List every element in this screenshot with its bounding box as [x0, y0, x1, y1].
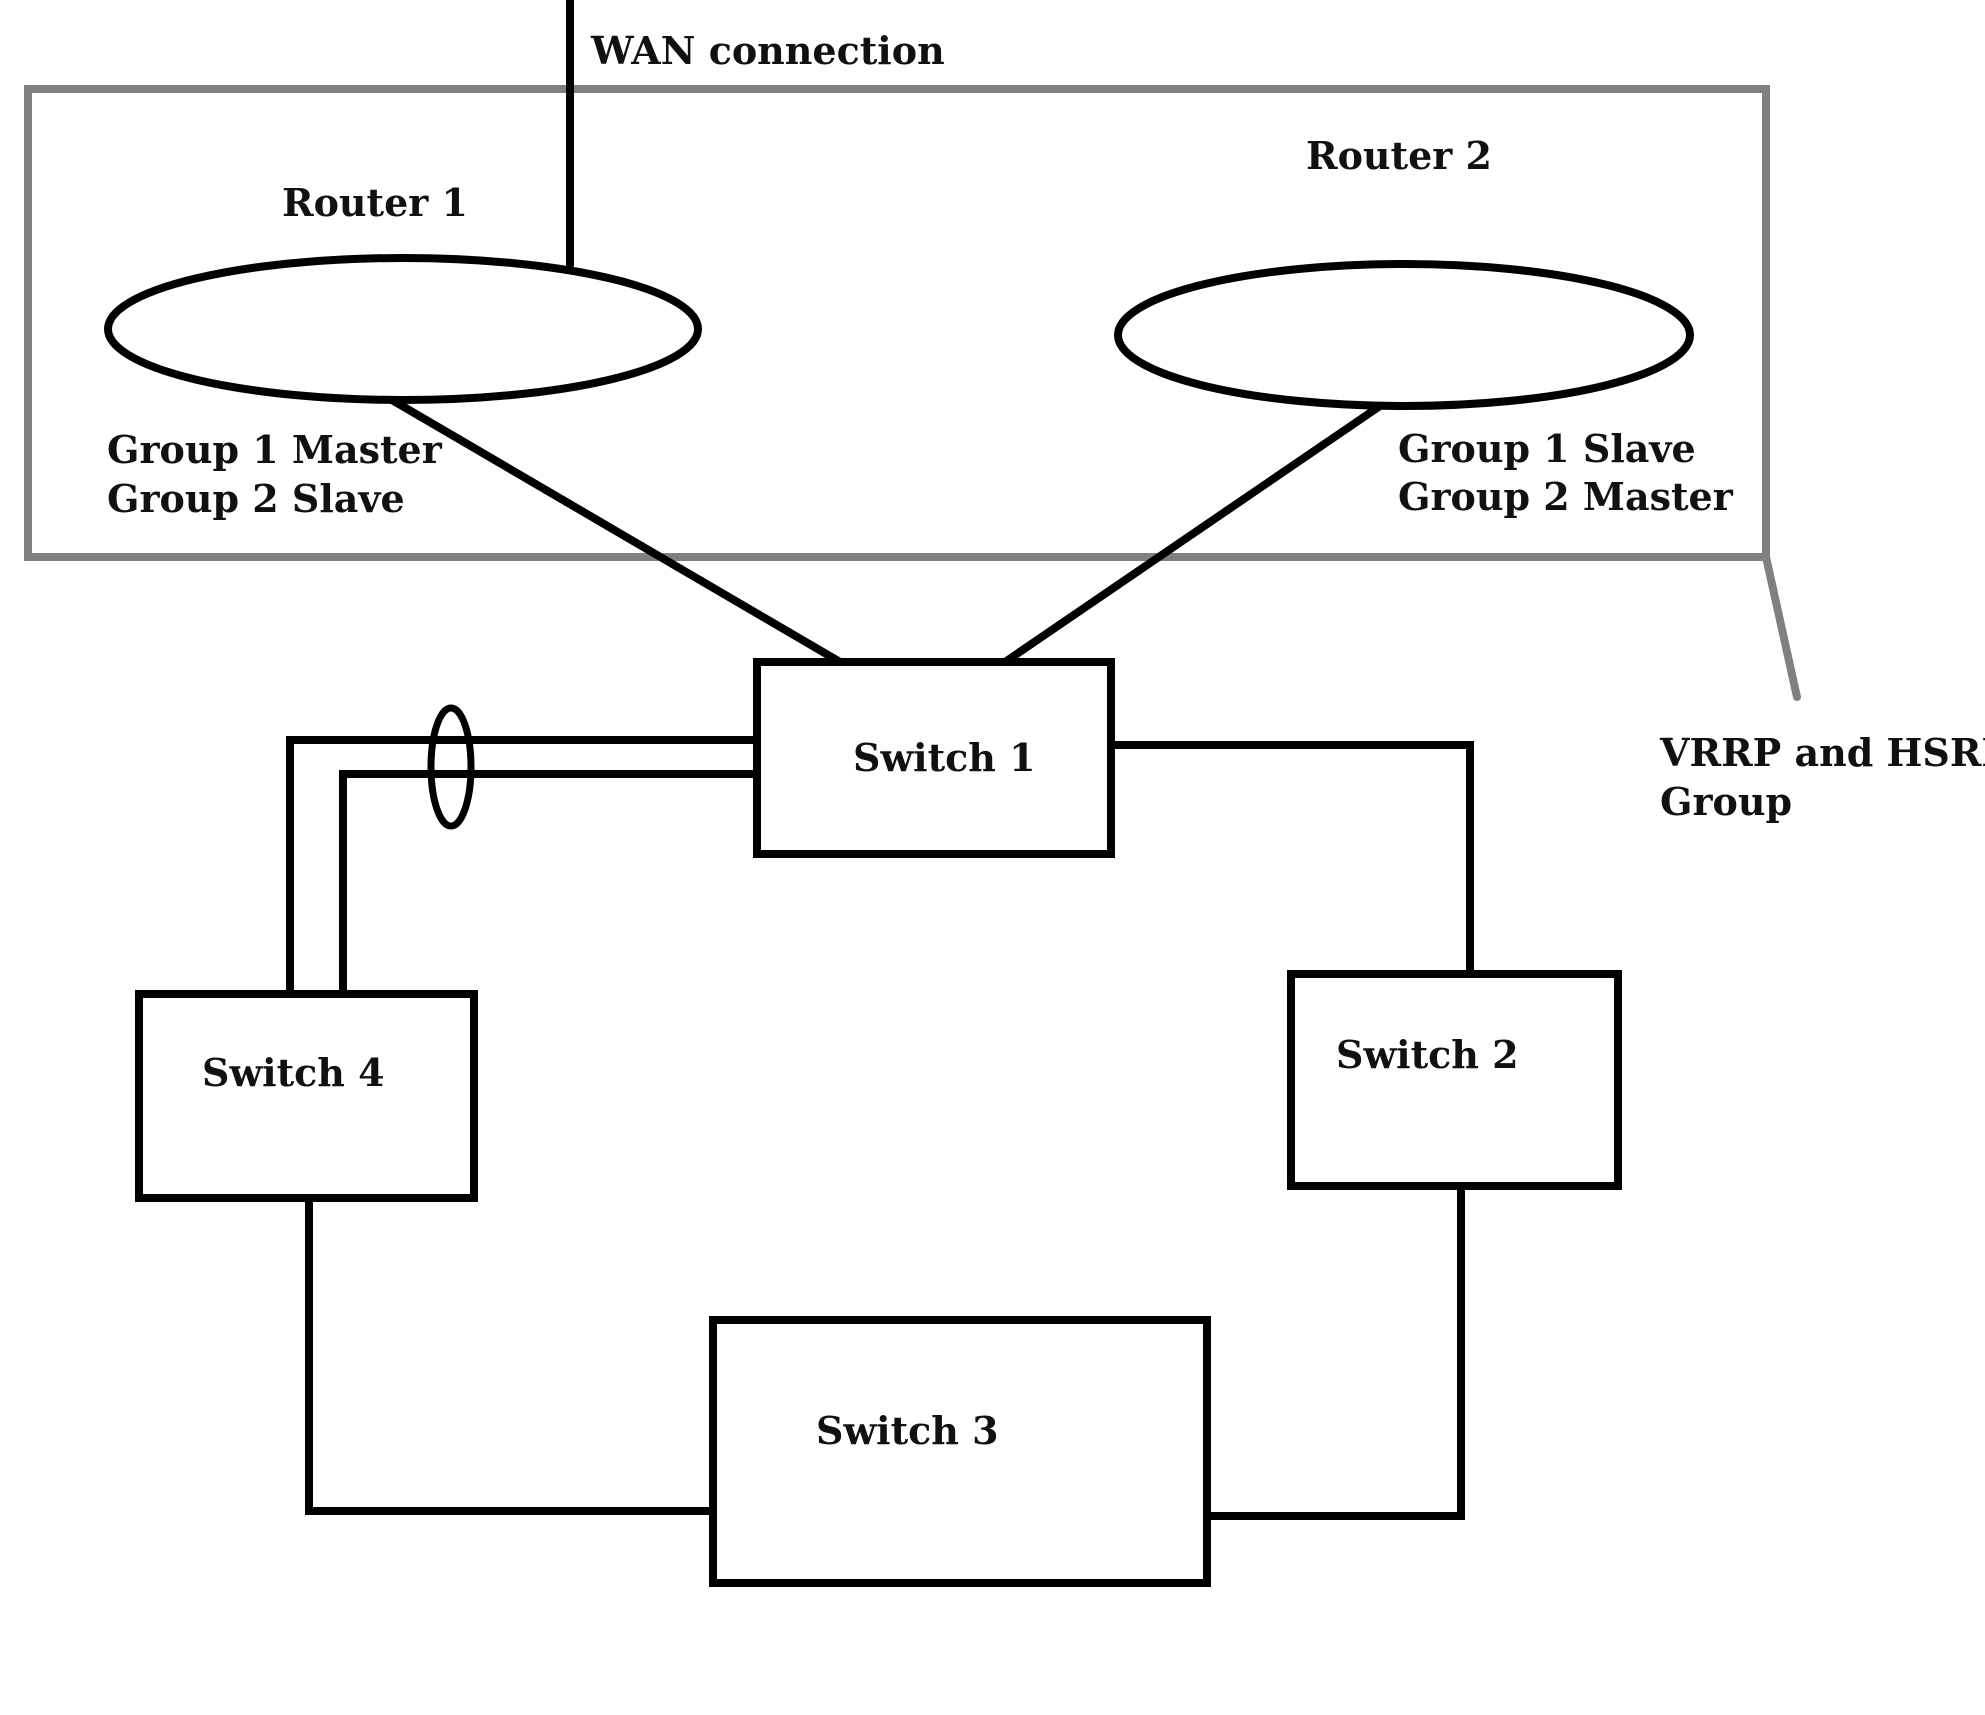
- port-channel-ring: [427, 704, 475, 830]
- switch1-switch4-link-b: [339, 770, 779, 998]
- wan-label: WAN connection: [590, 28, 945, 73]
- group-label-line1: VRRP and HSRP: [1659, 730, 1985, 775]
- router2-role-line2: Group 2 Master: [1398, 474, 1734, 519]
- switch1-switch4-link-a: [286, 736, 774, 998]
- router2-node: [1114, 260, 1694, 410]
- switch1-node: [753, 658, 1115, 858]
- switch2-switch3-link: [1203, 1173, 1465, 1520]
- router2-switch1-link: [1001, 402, 1384, 666]
- switch4-node: [135, 990, 478, 1202]
- group-label-line2: Group: [1660, 779, 1792, 824]
- router1-switch1-link: [388, 396, 844, 666]
- switch4-switch3-link: [305, 1194, 717, 1515]
- group-callout-line: [1762, 553, 1801, 701]
- vrrp-hsrp-group-boundary: [24, 85, 1770, 561]
- switch3-node: [709, 1316, 1211, 1587]
- switch1-label: Switch 1: [853, 735, 1036, 780]
- switch2-node: [1287, 970, 1622, 1190]
- router1-role-line2: Group 2 Slave: [107, 476, 405, 521]
- router2-label: Router 2: [1306, 133, 1492, 178]
- router1-label: Router 1: [282, 180, 468, 225]
- switch1-switch2-link: [1107, 741, 1474, 978]
- router1-node: [104, 254, 702, 404]
- router1-role-line1: Group 1 Master: [107, 427, 443, 472]
- switch3-label: Switch 3: [816, 1408, 999, 1453]
- switch2-label: Switch 2: [1336, 1032, 1519, 1077]
- switch4-label: Switch 4: [202, 1050, 385, 1095]
- router2-role-line1: Group 1 Slave: [1398, 426, 1696, 471]
